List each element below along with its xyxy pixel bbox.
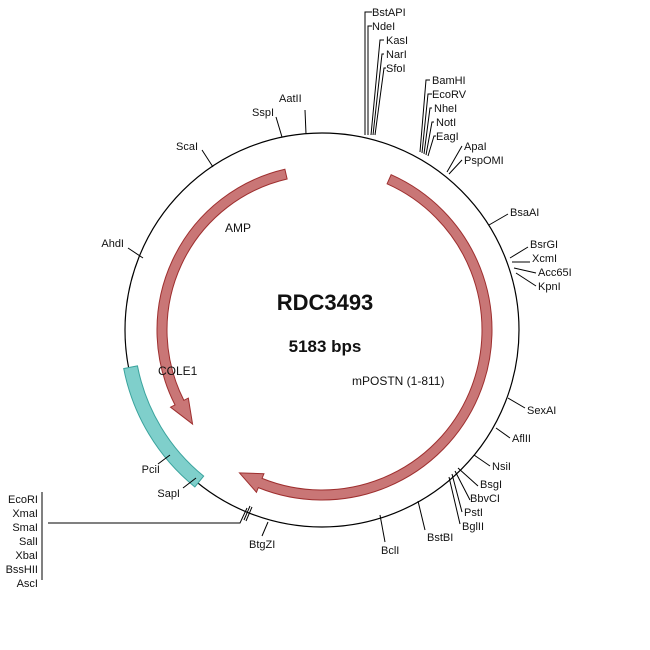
site-label[interactable]: AatII (279, 93, 302, 105)
site-label[interactable]: XbaI (15, 550, 38, 562)
site-label[interactable]: NsiI (492, 461, 511, 473)
backbone-circle (124, 132, 520, 528)
site-label[interactable]: BstBI (427, 532, 453, 544)
site-label[interactable]: Acc65I (538, 267, 572, 279)
amp-label: AMP (225, 221, 251, 235)
site-label[interactable]: BsgI (480, 479, 502, 491)
site-label[interactable]: ApaI (464, 141, 487, 153)
mpostn-label: mPOSTN (1-811) (352, 374, 444, 388)
site-label[interactable]: BssHII (6, 564, 38, 576)
site-label[interactable]: NarI (386, 49, 407, 61)
site-label[interactable]: EagI (436, 131, 459, 143)
site-label[interactable]: BsrGI (530, 239, 558, 251)
site-label[interactable]: BtgZI (249, 539, 275, 551)
site-label[interactable]: EcoRI (8, 494, 38, 506)
site-label[interactable]: KasI (386, 35, 408, 47)
amp-feature-arrow[interactable] (156, 168, 288, 426)
site-label[interactable]: BclI (381, 545, 399, 557)
site-label[interactable]: AhdI (101, 238, 124, 250)
site-label[interactable]: SfoI (386, 63, 406, 75)
site-label[interactable]: BsaAI (510, 207, 539, 219)
site-label[interactable]: XcmI (532, 253, 557, 265)
site-leader-lines (41, 11, 537, 580)
site-label[interactable]: AscI (17, 578, 38, 590)
site-label[interactable]: AflII (512, 433, 531, 445)
site-label[interactable]: NheI (434, 103, 457, 115)
plasmid-size: 5183 bps (289, 337, 362, 356)
site-label[interactable]: SmaI (12, 522, 38, 534)
site-label[interactable]: EcoRV (432, 89, 467, 101)
site-label[interactable]: NotI (436, 117, 456, 129)
site-label[interactable]: XmaI (12, 508, 38, 520)
site-label[interactable]: KpnI (538, 281, 561, 293)
site-label[interactable]: BstAPI (372, 7, 406, 19)
site-label[interactable]: SspI (252, 107, 274, 119)
cole1-feature[interactable] (123, 365, 205, 488)
site-label[interactable]: SalI (19, 536, 38, 548)
plasmid-name: RDC3493 (277, 290, 374, 315)
mpostn-feature-arrow[interactable] (238, 174, 493, 501)
site-label[interactable]: ScaI (176, 141, 198, 153)
site-label[interactable]: SexAI (527, 405, 556, 417)
site-label[interactable]: PspOMI (464, 155, 504, 167)
site-label[interactable]: BglII (462, 521, 484, 533)
site-label[interactable]: PciI (142, 464, 160, 476)
site-label[interactable]: PstI (464, 507, 483, 519)
site-label[interactable]: BbvCI (470, 493, 500, 505)
site-label[interactable]: NdeI (372, 21, 395, 33)
cole1-label: COLE1 (158, 364, 198, 378)
site-label[interactable]: BamHI (432, 75, 466, 87)
site-label[interactable]: SapI (157, 488, 180, 500)
restriction-site-labels: BstAPI NdeI KasI NarI SfoI BamHI EcoRV N… (6, 7, 572, 590)
